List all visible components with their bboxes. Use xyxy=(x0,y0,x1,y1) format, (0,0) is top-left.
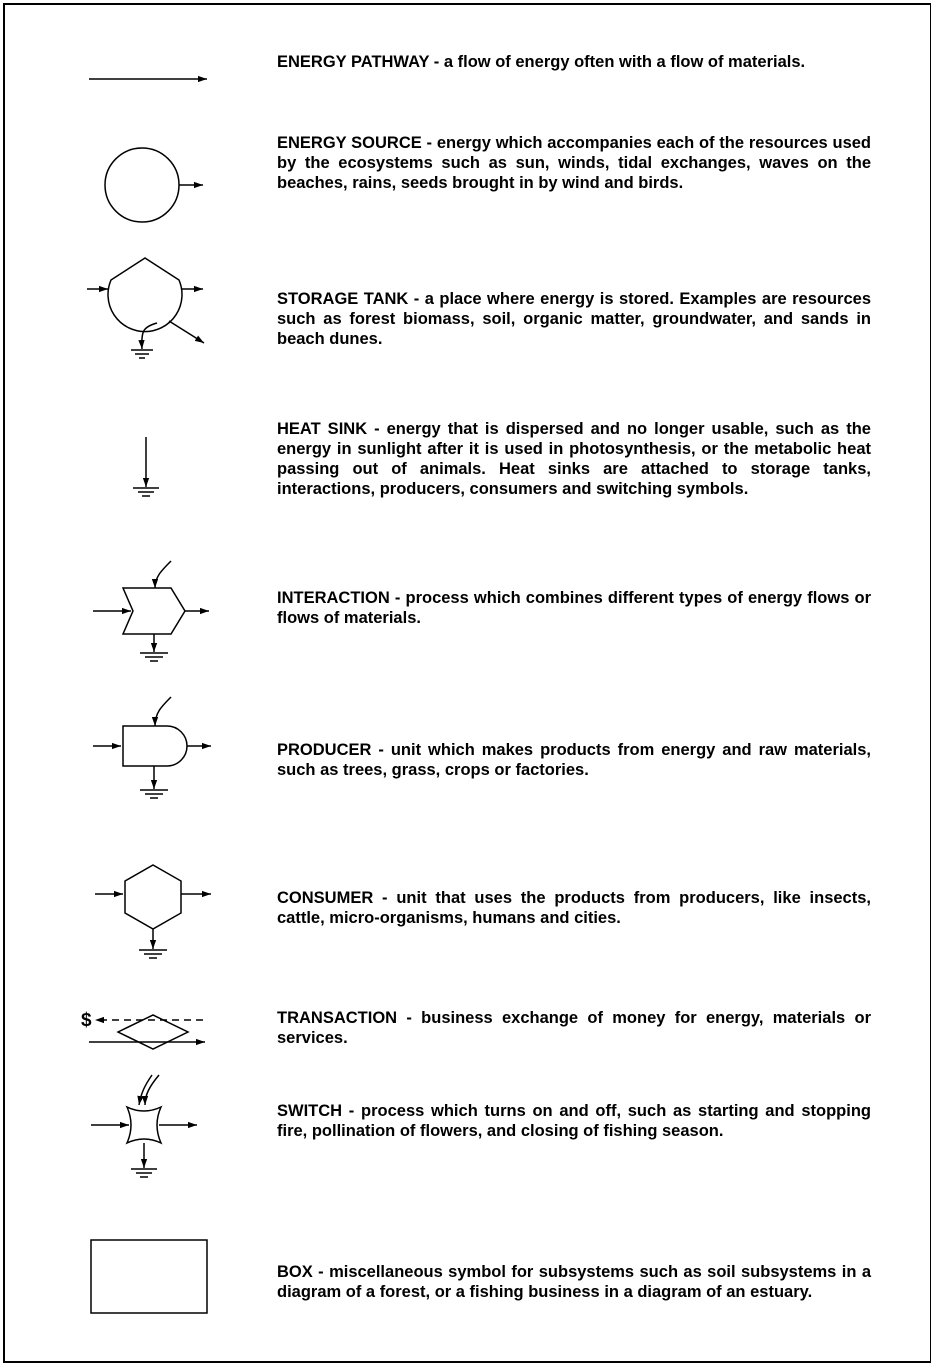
switch-icon xyxy=(75,1073,225,1198)
term: PRODUCER xyxy=(277,741,372,759)
energy-source-icon xyxy=(75,145,225,225)
legend-entry-box: BOX - miscellaneous symbol for subsystem… xyxy=(277,1262,871,1302)
separator: - xyxy=(421,134,437,152)
term: STORAGE TANK xyxy=(277,290,409,308)
definition: energy which accompanies each of the res… xyxy=(277,134,872,192)
separator: - xyxy=(312,1263,330,1281)
producer-icon xyxy=(75,693,225,808)
term: SWITCH xyxy=(277,1102,343,1120)
separator: - xyxy=(408,290,425,308)
separator: - xyxy=(371,741,391,759)
dollar-sign: $ xyxy=(81,1010,92,1031)
term: BOX xyxy=(277,1263,313,1281)
consumer-icon xyxy=(75,860,225,970)
legend-entry-heat-sink: HEAT SINK - energy that is dispersed and… xyxy=(277,419,871,499)
interaction-icon xyxy=(75,555,225,670)
legend-entry-switch: SWITCH - process which turns on and off,… xyxy=(277,1101,871,1141)
storage-tank-icon xyxy=(75,245,225,355)
legend-entry-energy-pathway: ENERGY PATHWAY - a flow of energy often … xyxy=(277,52,871,72)
separator: - xyxy=(342,1102,362,1120)
legend-entry-producer: PRODUCER - unit which makes products fro… xyxy=(277,740,871,780)
definition: miscellaneous symbol for subsystems such… xyxy=(277,1263,871,1301)
separator: - xyxy=(389,589,406,607)
legend-frame: ENERGY PATHWAY - a flow of energy often … xyxy=(3,3,931,1363)
legend-entry-transaction: TRANSACTION - business exchange of money… xyxy=(277,1008,871,1048)
box-icon xyxy=(75,1237,225,1317)
term: CONSUMER xyxy=(277,889,374,907)
term: ENERGY SOURCE xyxy=(277,134,422,152)
definition: a place where energy is stored. Examples… xyxy=(277,290,872,348)
term: INTERACTION xyxy=(277,589,390,607)
separator: - xyxy=(397,1009,422,1027)
separator: - xyxy=(367,420,387,438)
legend-entry-interaction: INTERACTION - process which combines dif… xyxy=(277,588,871,628)
transaction-icon: $ xyxy=(75,1005,225,1055)
definition: business exchange of money for energy, m… xyxy=(277,1009,871,1047)
legend-entry-energy-source: ENERGY SOURCE - energy which accompanies… xyxy=(277,133,871,193)
legend-entry-storage-tank: STORAGE TANK - a place where energy is s… xyxy=(277,289,871,349)
energy-pathway-icon xyxy=(75,69,225,89)
heat-sink-icon xyxy=(75,435,225,505)
separator: - xyxy=(373,889,397,907)
term: HEAT SINK xyxy=(277,420,368,438)
definition: a flow of energy often with a flow of ma… xyxy=(443,53,806,71)
legend-entry-consumer: CONSUMER - unit that uses the products f… xyxy=(277,888,871,928)
definition: unit which makes products from energy an… xyxy=(277,741,871,779)
definition: unit that uses the products from produce… xyxy=(277,889,871,927)
term: ENERGY PATHWAY xyxy=(277,53,430,71)
definition: process which turns on and off, such as … xyxy=(277,1102,871,1140)
term: TRANSACTION xyxy=(277,1009,398,1027)
separator: - xyxy=(429,53,444,71)
definition: process which combines different types o… xyxy=(277,589,871,627)
definition: energy that is dispersed and no longer u… xyxy=(277,420,871,498)
